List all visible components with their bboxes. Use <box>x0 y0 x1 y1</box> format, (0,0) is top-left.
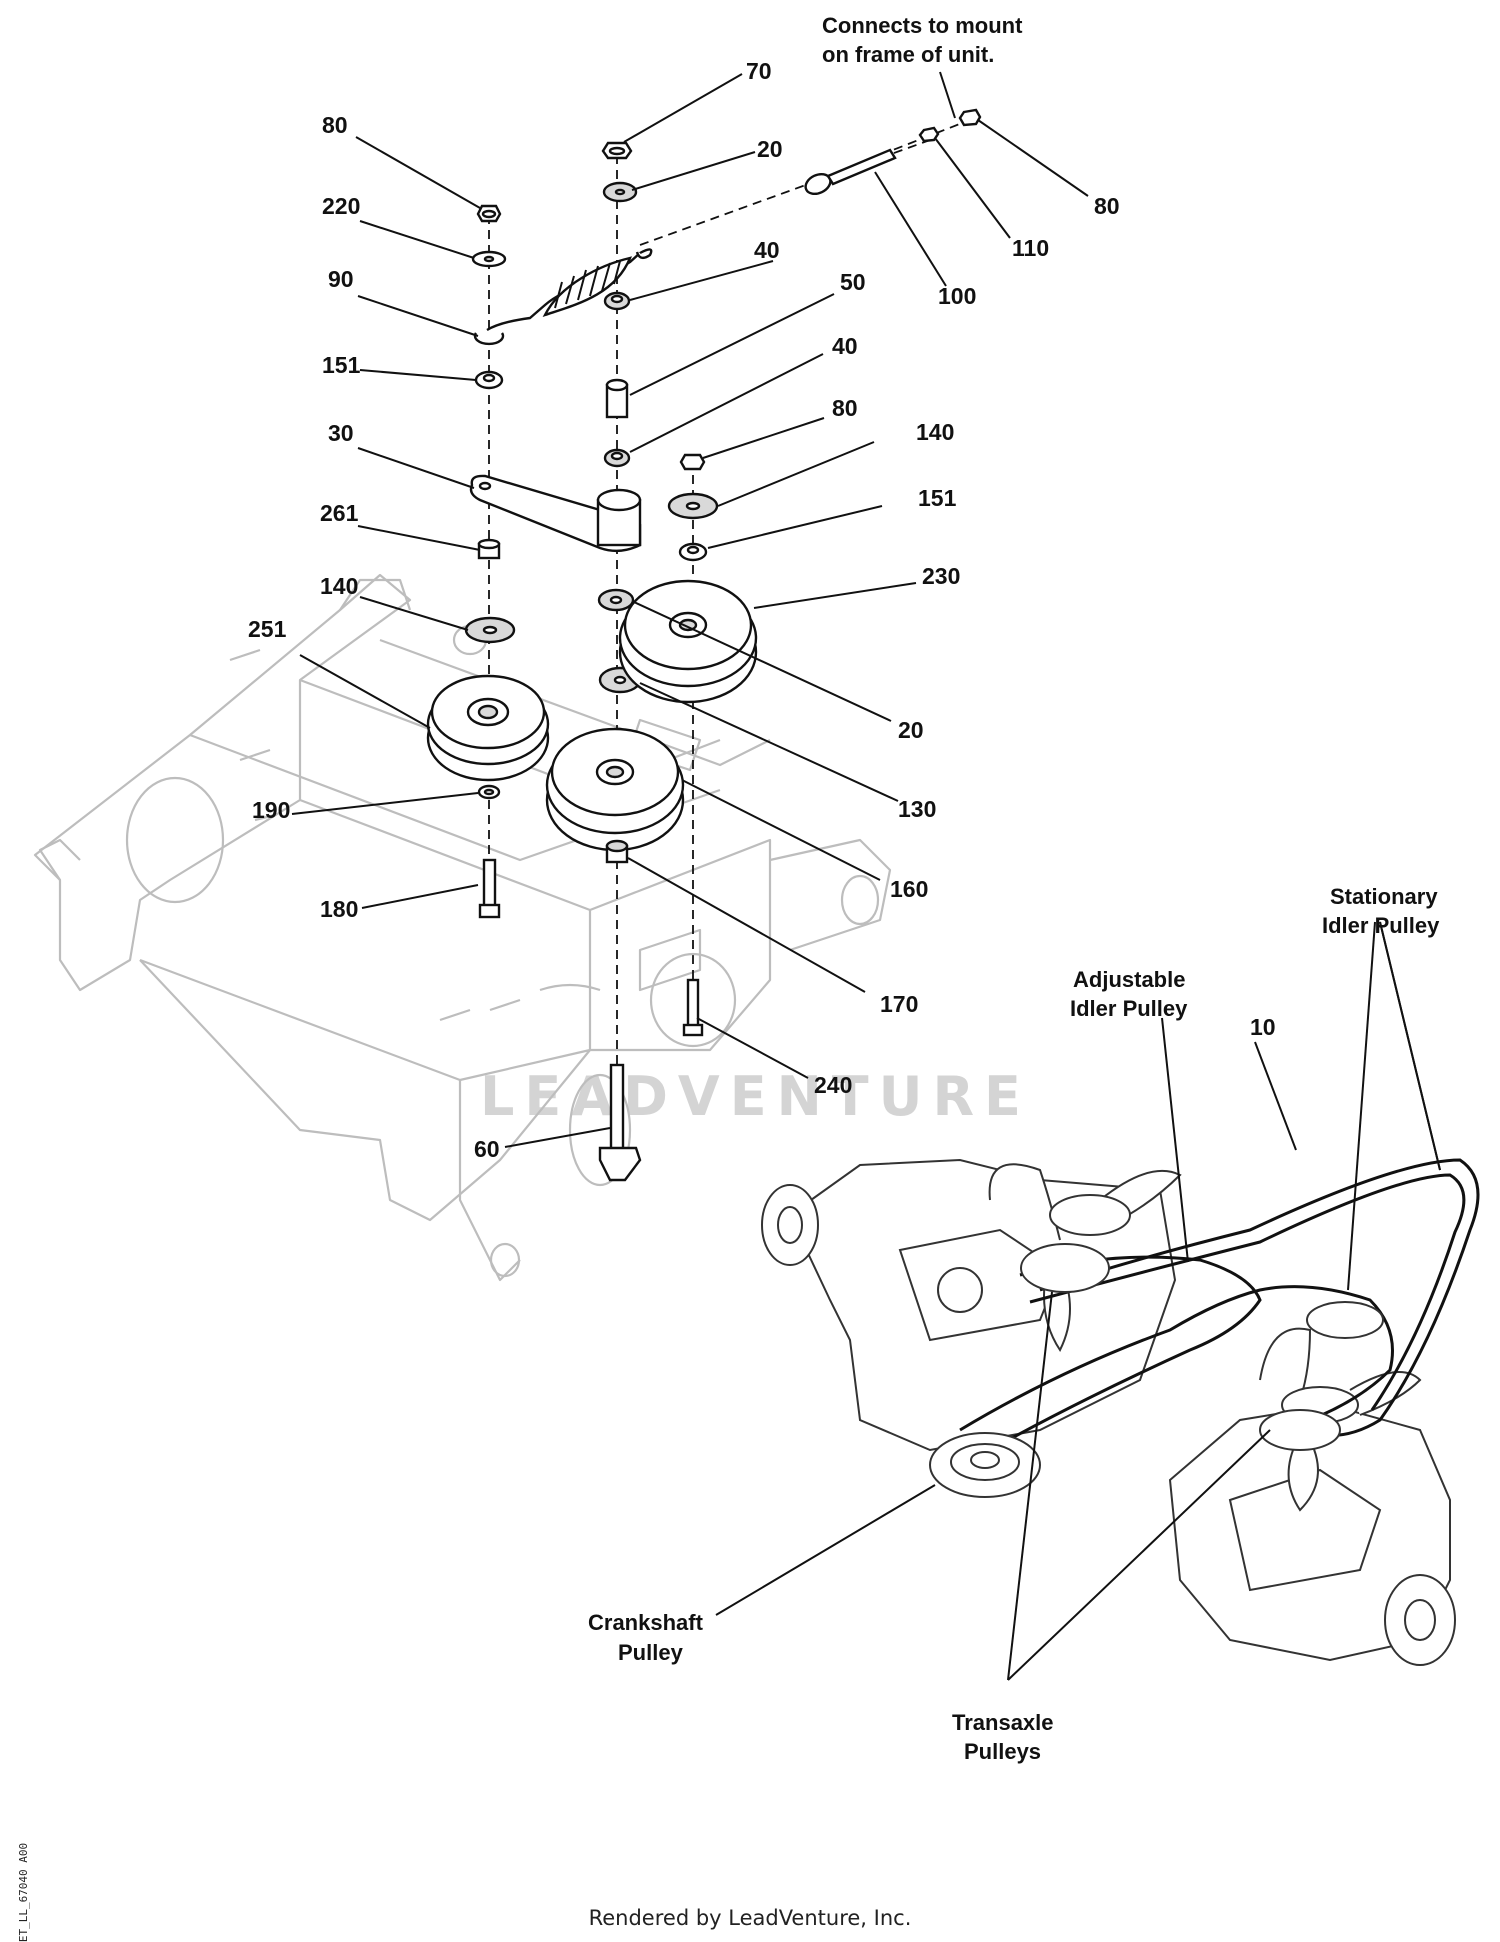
pulley-160 <box>545 727 685 852</box>
callout-220: 220 <box>322 193 360 219</box>
note-stationary-line2: Idler Pulley <box>1322 913 1440 938</box>
callout-80-right: 80 <box>1094 193 1120 219</box>
callout-40-top: 40 <box>754 237 780 263</box>
bearing-40-bottom <box>603 448 631 468</box>
callout-190: 190 <box>252 797 290 823</box>
note-transaxle-line2: Pulleys <box>964 1739 1041 1764</box>
callout-50: 50 <box>840 269 866 295</box>
callout-140-left: 140 <box>320 573 358 599</box>
callout-70: 70 <box>746 58 772 84</box>
footer-credit: Rendered by LeadVenture, Inc. <box>588 1906 912 1930</box>
washer-20-mid <box>597 588 635 612</box>
callout-160: 160 <box>890 876 928 902</box>
note-crankshaft-line1: Crankshaft <box>588 1610 704 1635</box>
callout-60: 60 <box>474 1136 500 1162</box>
bolt-180 <box>478 858 501 919</box>
washer-220 <box>471 250 507 268</box>
callout-80-left: 80 <box>322 112 348 138</box>
callout-240: 240 <box>814 1072 852 1098</box>
washer-140-right <box>667 492 719 520</box>
washer-190 <box>477 784 501 800</box>
bushing-151-right <box>678 542 708 562</box>
callout-20-top: 20 <box>757 136 783 162</box>
annotations: Connects to mount on frame of unit. Stat… <box>588 13 1440 1764</box>
nut-80-right <box>958 108 982 127</box>
callout-151-left: 151 <box>322 352 361 378</box>
pulley-230 <box>618 579 758 704</box>
callout-230: 230 <box>922 563 960 589</box>
callout-251: 251 <box>248 616 287 642</box>
callout-130: 130 <box>898 796 936 822</box>
spacer-50 <box>605 378 629 419</box>
transaxle-right <box>1168 1403 1456 1666</box>
spring <box>486 248 653 332</box>
nut-70 <box>601 141 633 160</box>
callout-20-mid: 20 <box>898 717 924 743</box>
idler-arm-30 <box>469 474 642 553</box>
callout-100: 100 <box>938 283 976 309</box>
washer-130 <box>598 666 642 694</box>
note-connects-line1: Connects to mount <box>822 13 1023 38</box>
callout-151-right: 151 <box>918 485 957 511</box>
note-transaxle-line1: Transaxle <box>952 1710 1054 1735</box>
spacer-170 <box>605 839 629 864</box>
bearing-40-top <box>603 291 631 311</box>
eyebolt-100 <box>804 148 897 196</box>
callout-labels: 70 20 80 220 90 151 30 261 140 251 190 1… <box>248 58 1276 1162</box>
callout-261: 261 <box>320 500 359 526</box>
drive-belt <box>929 1158 1480 1498</box>
pulley-251 <box>426 674 550 782</box>
nut-80-center <box>679 453 706 471</box>
nut-110 <box>918 126 940 143</box>
callout-110: 110 <box>1012 235 1049 261</box>
bushing-151-left <box>474 370 504 390</box>
note-adjustable-line1: Adjustable <box>1073 967 1185 992</box>
note-connects-line2: on frame of unit. <box>822 42 994 67</box>
callout-30: 30 <box>328 420 354 446</box>
callout-80-center: 80 <box>832 395 858 421</box>
note-crankshaft-line2: Pulley <box>618 1640 684 1665</box>
callout-90: 90 <box>328 266 354 292</box>
ring-90 <box>473 332 505 346</box>
callout-10: 10 <box>1250 1014 1276 1040</box>
nut-80-left <box>476 204 502 223</box>
callout-180: 180 <box>320 896 358 922</box>
callout-140-right: 140 <box>916 419 954 445</box>
note-stationary-line1: Stationary <box>1330 884 1438 909</box>
callout-170: 170 <box>880 991 918 1017</box>
bolt-240 <box>649 952 737 1048</box>
washer-140-left <box>464 616 516 644</box>
note-adjustable-line2: Idler Pulley <box>1070 996 1188 1021</box>
leader-lines <box>291 71 1441 1681</box>
callout-40-bottom: 40 <box>832 333 858 359</box>
bolt-60 <box>598 1063 642 1182</box>
bushing-261 <box>477 538 501 560</box>
washer-20-top <box>602 181 638 203</box>
